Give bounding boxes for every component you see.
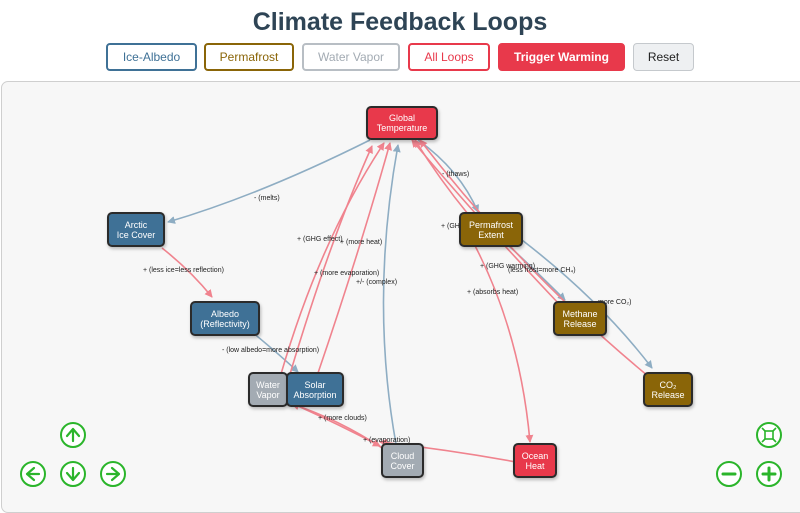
node-label-line1: Ocean	[521, 450, 549, 461]
edge-label-more-clouds: + (more clouds)	[318, 415, 367, 422]
pan-up-button[interactable]	[60, 422, 86, 448]
edge-label-thaws: - (thaws)	[442, 171, 469, 178]
node-label-line1: Cloud	[390, 450, 415, 461]
node-label-line1: Albedo	[210, 308, 239, 319]
trigger-warming-button[interactable]: Trigger Warming	[498, 43, 625, 71]
zoom-in-button[interactable]	[756, 461, 782, 487]
edge-label-more-evap: + (more evaporation)	[314, 270, 379, 277]
edge-label-more-heat: + (more heat)	[340, 239, 382, 246]
zoom-in-icon	[761, 466, 777, 482]
zoom-out-icon	[721, 472, 737, 476]
edge-label-ghg-effect: + (GHG effect)	[297, 236, 343, 243]
edge-more-heat	[317, 142, 392, 374]
edge-ghg-effect	[280, 142, 385, 375]
node-label-line2: Vapor	[256, 389, 280, 400]
edge-less-ice	[161, 247, 213, 298]
right-arrow-icon	[105, 466, 121, 482]
pan-down-button[interactable]	[60, 461, 86, 487]
edge-layer: - (melts) - (thaws) + (less ice=less ref…	[143, 139, 653, 463]
edge-solar-cloud	[297, 405, 381, 447]
edge-label-less-ice: + (less ice=less reflection)	[143, 267, 224, 274]
edge-absorbs-heat	[471, 239, 534, 443]
pan-right-button[interactable]	[100, 461, 126, 487]
node-label-line2: (Reflectivity)	[200, 318, 250, 329]
node-label-line1: Permafrost	[468, 219, 513, 230]
edge-complex	[382, 144, 401, 445]
edge-label-complex: +/- (complex)	[356, 279, 397, 286]
edge-label-ghg-perm: + (GH	[441, 223, 460, 230]
page-title: Climate Feedback Loops	[252, 8, 548, 36]
permafrost-button[interactable]: Permafrost	[204, 43, 294, 71]
node-label-line2: Cover	[390, 460, 415, 471]
edge-label-melts: - (melts)	[254, 195, 280, 202]
diagram-canvas[interactable]	[1, 81, 800, 513]
node-label-line1: Solar	[304, 379, 326, 390]
node-label-line2: Absorption	[293, 389, 337, 400]
node-label-line2: Temperature	[376, 123, 428, 133]
fit-view-button[interactable]	[756, 422, 782, 448]
fit-screen-icon	[761, 427, 777, 443]
node-label-line1: Water	[256, 379, 280, 390]
left-arrow-icon	[25, 466, 41, 482]
edge-label-less-frost-ch4: (less frost=more CH₄)	[508, 267, 576, 274]
node-label-line1: Methane	[562, 308, 598, 319]
all-loops-button[interactable]: All Loops	[408, 43, 490, 71]
ice-albedo-button[interactable]: Ice-Albedo	[106, 43, 197, 71]
up-arrow-icon	[65, 427, 81, 443]
edge-co2-temp	[419, 139, 649, 377]
node-label-line1: Global	[388, 113, 415, 123]
edge-label-more-co2: more CO₂)	[598, 299, 631, 306]
edge-low-albedo	[251, 331, 299, 373]
edge-label-low-albedo: - (low albedo=more absorption)	[222, 347, 319, 354]
node-albedo[interactable]: Albedo(Reflectivity)	[190, 301, 260, 336]
reset-button[interactable]: Reset	[633, 43, 694, 71]
edge-label-absorbs-heat: + (absorbs heat)	[467, 289, 518, 296]
pan-left-button[interactable]	[20, 461, 46, 487]
edge-more-evap	[289, 145, 373, 375]
edge-melts	[167, 139, 371, 224]
node-label-line1: Arctic	[124, 219, 148, 230]
water-vapor-button[interactable]: Water Vapor	[302, 43, 400, 71]
node-label-line2: Extent	[478, 229, 504, 240]
node-label-line2: Release	[651, 389, 685, 400]
zoom-out-button[interactable]	[716, 461, 742, 487]
edge-label-evaporation: + (evaporation)	[363, 437, 410, 444]
edge-label-ghg-warming: + (GHG warming)	[480, 263, 535, 270]
down-arrow-icon	[65, 466, 81, 482]
node-label-line2: Release	[563, 318, 597, 329]
node-label-line2: Ice Cover	[116, 229, 156, 240]
node-label-line1: CO₂	[659, 379, 677, 390]
node-label-line2: Heat	[525, 460, 545, 471]
